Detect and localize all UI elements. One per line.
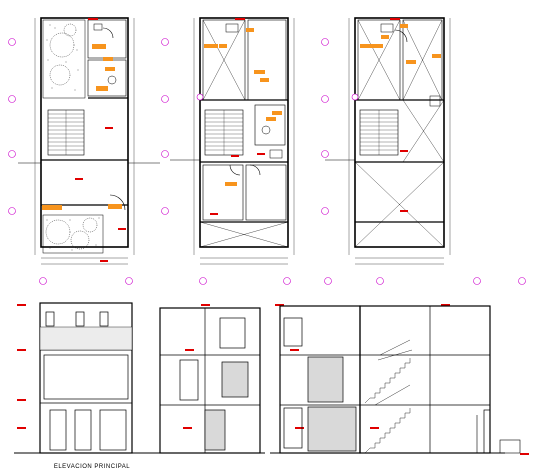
sheet-title: ELEVACION PRINCIPAL: [54, 464, 130, 470]
gravel-pattern: [46, 24, 100, 251]
section-b: [270, 305, 505, 454]
plan-first-floor: [170, 17, 295, 265]
section-stair: [364, 339, 413, 454]
grid-axis-bubble-icon: [8, 38, 526, 285]
room-diagonals: [199, 19, 445, 248]
section-a: [140, 307, 265, 454]
fixtures: [93, 23, 441, 159]
north-arrow-icon: [476, 415, 521, 454]
tree-icon: [45, 23, 98, 250]
stair-icon: [48, 110, 398, 155]
level-marker-icon: [17, 18, 529, 455]
front-elevation: [14, 302, 150, 454]
plan-ground-floor: [18, 17, 160, 265]
room-tag-icon: [42, 24, 441, 210]
